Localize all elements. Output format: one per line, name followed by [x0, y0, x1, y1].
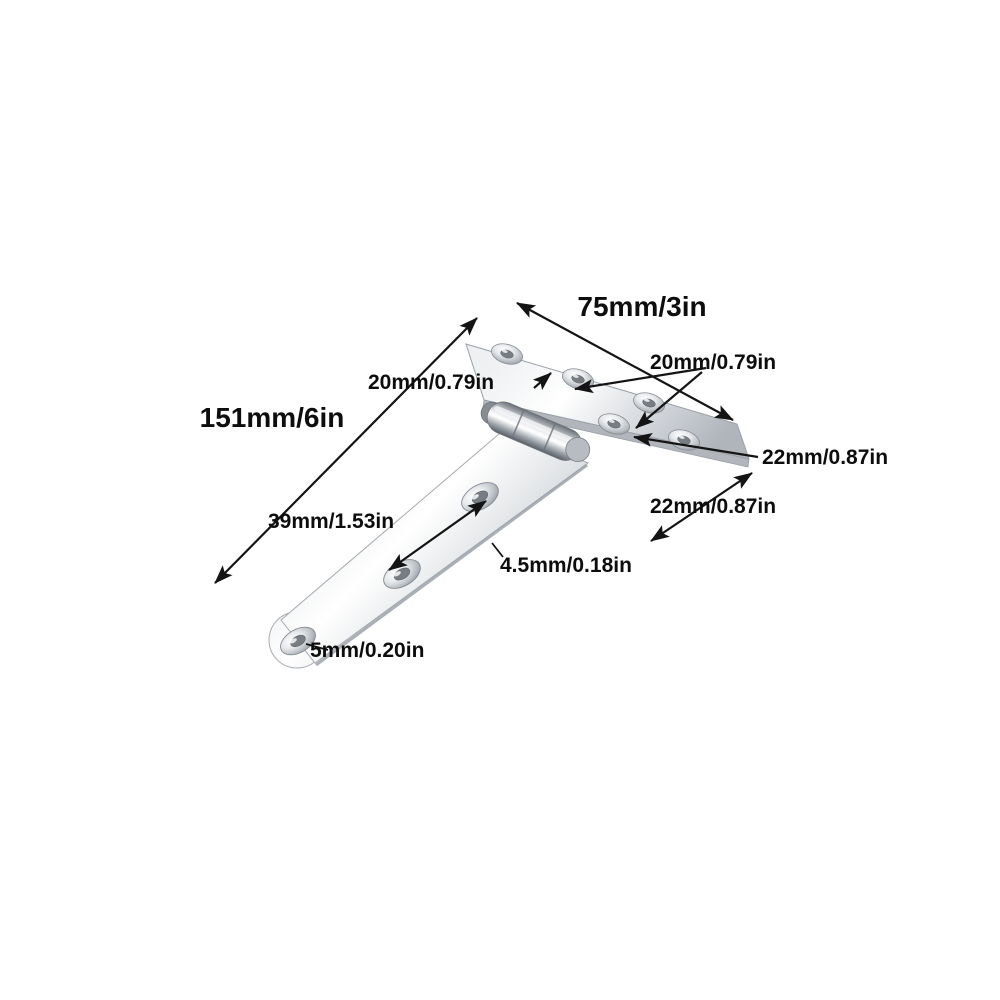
hinge-barrel — [480, 401, 591, 462]
dim-right-edge-offset-leader — [633, 432, 759, 459]
strap-screw-hole-3 — [280, 626, 316, 656]
dim-top-hole-spacing-right-leader-b — [635, 371, 703, 429]
dim-right-edge-offset-label: 22mm/0.87in — [762, 446, 888, 469]
plate-screw-hole-1 — [491, 343, 523, 365]
hinge-strap — [268, 427, 590, 669]
dim-plate-length-arrow — [516, 302, 734, 421]
dim-strap-hole-spacing-arrow — [388, 500, 487, 571]
dim-plate-width-label: 22mm/0.87in — [650, 495, 776, 518]
dim-top-hole-spacing-right-leader-a — [574, 366, 707, 394]
dim-tip-hole-label: 5mm/0.20in — [310, 639, 424, 662]
dim-strap-hole-spacing-label: 39mm/1.53in — [268, 510, 394, 533]
dim-overall-height-arrow — [214, 317, 478, 584]
knuckle-seam — [542, 423, 556, 452]
dim-top-hole-spacing-left-leader — [532, 372, 552, 391]
hinge-pin-end — [565, 437, 591, 462]
dim-plate-length-label: 75mm/3in — [577, 291, 706, 322]
dim-top-hole-spacing-left-label: 20mm/0.79in — [368, 371, 494, 394]
dim-top-hole-spacing-right-label: 20mm/0.79in — [650, 351, 776, 374]
dim-plate-width-arrow — [650, 472, 753, 542]
dim-thickness-leader — [491, 542, 504, 558]
plate-screw-hole-5 — [668, 429, 700, 451]
dim-tip-hole-leader — [305, 643, 329, 651]
dim-overall-height-label: 151mm/6in — [200, 402, 345, 433]
dim-thickness-label: 4.5mm/0.18in — [500, 554, 632, 577]
